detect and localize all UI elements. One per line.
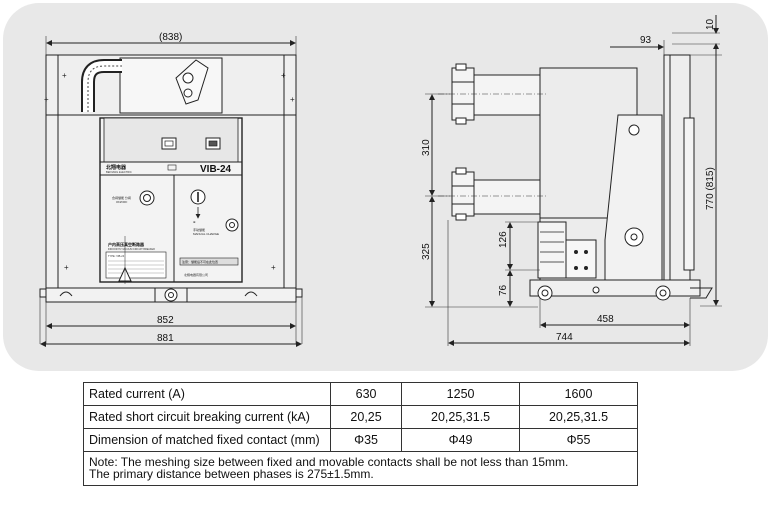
dim-contact-height: 126 xyxy=(498,231,509,248)
table-cell: 1250 xyxy=(401,382,521,406)
warning-text: 注意：储能后不可在此位置 xyxy=(182,259,218,264)
right-control-indicator: ⊕ xyxy=(193,220,196,224)
dim-lower-height: 325 xyxy=(421,243,432,260)
technical-drawing: (838) + + + + + + 北翔电 xyxy=(39,15,722,347)
dim-total-height: 770 (815) xyxy=(705,167,716,210)
logo-subtext: BEIXIANG ELECTRIC xyxy=(106,170,132,174)
table-row: Rated short circuit breaking current (kA… xyxy=(83,405,638,429)
row-label: Rated current (A) xyxy=(83,382,331,406)
table-note: Note: The meshing size between fixed and… xyxy=(83,451,638,486)
table-cell: 20,25,31.5 xyxy=(519,405,638,429)
left-control-label: 合闸储能 分闸 xyxy=(112,195,131,200)
panel-model-label: VIB-24 xyxy=(200,164,232,175)
dim-base-depth: 458 xyxy=(597,314,614,325)
table-cell: 20,25,31.5 xyxy=(401,405,521,429)
table-row: Rated current (A) 630 1250 1600 xyxy=(83,382,638,406)
table-cell: 630 xyxy=(329,382,403,406)
svg-text:+: + xyxy=(64,263,69,272)
dim-base-height: 76 xyxy=(498,284,509,296)
row-label: Rated short circuit breaking current (kA… xyxy=(83,405,331,429)
table-cell: 1600 xyxy=(519,382,638,406)
table-row: Dimension of matched fixed contact (mm) … xyxy=(83,428,638,452)
spec-table: Rated current (A) 630 1250 1600 Rated sh… xyxy=(83,382,638,486)
svg-text:+: + xyxy=(271,263,276,272)
dim-arm-width: 93 xyxy=(640,35,652,46)
nameplate-subtitle: INDOOR HV VACUUM CIRCUIT BREAKER xyxy=(108,248,155,251)
front-view: (838) + + + + + + 北翔电 xyxy=(39,32,303,347)
right-control-sub: MANUAL CHARGE xyxy=(193,232,219,236)
svg-text:+: + xyxy=(62,71,67,80)
nameplate-title: 户内高压真空断路器 xyxy=(108,241,145,247)
svg-text:+: + xyxy=(290,95,295,104)
right-control-label: 手动储能 xyxy=(193,227,205,232)
dim-top-offset: 10 xyxy=(705,18,716,30)
table-cell: Φ55 xyxy=(519,428,638,452)
dim-upper-spacing: 310 xyxy=(421,139,432,156)
logo-text: 北翔电器 xyxy=(106,164,127,171)
svg-text:+: + xyxy=(281,71,286,80)
dim-total-depth: 744 xyxy=(556,332,573,343)
svg-text:+: + xyxy=(44,95,49,104)
note-line: Note: The meshing size between fixed and… xyxy=(89,455,569,469)
table-cell: 20,25 xyxy=(329,405,403,429)
manufacturer-text: 北翔电器有限公司 xyxy=(184,272,208,277)
row-label: Dimension of matched fixed contact (mm) xyxy=(83,428,331,452)
table-cell: Φ35 xyxy=(329,428,403,452)
left-control-sub: ON/OFF xyxy=(116,200,127,204)
dim-inner-width: 852 xyxy=(157,315,174,326)
side-view: 10 93 310 325 126 76 770 (815) 458 744 xyxy=(421,15,722,346)
dim-outer-width: 881 xyxy=(157,333,174,344)
table-row: Note: The meshing size between fixed and… xyxy=(83,451,638,486)
dim-top-width: (838) xyxy=(159,32,182,43)
table-cell: Φ49 xyxy=(401,428,521,452)
nameplate-model: TYPE: VIB-24 xyxy=(108,254,125,258)
note-line: The primary distance between phases is 2… xyxy=(89,467,374,481)
